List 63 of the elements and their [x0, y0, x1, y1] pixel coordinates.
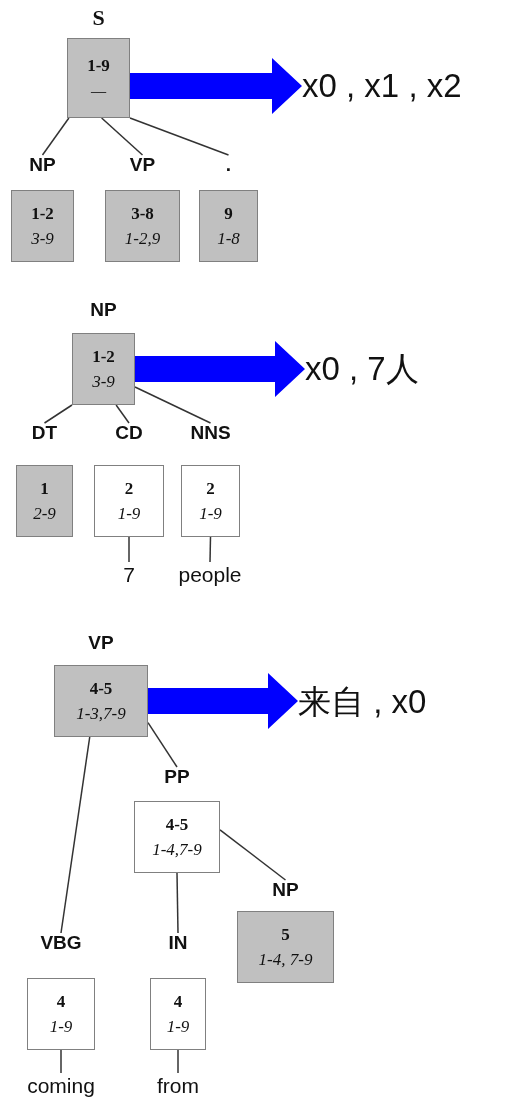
span-range: 1-2	[31, 204, 54, 223]
span-range: 4	[56, 992, 66, 1011]
connector-line	[219, 829, 287, 881]
complement-range: 1-2,9	[124, 229, 161, 248]
category-label: IN	[168, 933, 188, 953]
complement-range: 1-9	[199, 504, 222, 523]
connector-line	[176, 872, 179, 934]
category-label: NNS	[190, 423, 231, 443]
connector-line	[43, 404, 73, 424]
complement-range: 3-9	[31, 229, 54, 248]
category-label: VBG	[40, 933, 82, 953]
connector-line	[147, 721, 178, 768]
translation-text: 来自 , x0	[298, 680, 488, 724]
connector-line	[177, 1049, 179, 1074]
complement-range: 1-3,7-9	[76, 704, 126, 723]
complement-range: 3-9	[92, 372, 115, 391]
word-label: 7	[117, 562, 141, 588]
span-range: 2	[206, 479, 215, 498]
category-label: PP	[164, 767, 190, 787]
category-label: DT	[31, 423, 58, 443]
category-label: CD	[115, 423, 143, 443]
connector-line	[115, 404, 130, 424]
connector-line	[129, 117, 230, 156]
word-label: from	[143, 1073, 213, 1099]
span-range: 4-5	[89, 679, 113, 698]
span-range: 3-8	[131, 204, 154, 223]
complement-range: 1-9	[117, 504, 141, 523]
complement-range: 1-9	[166, 1017, 190, 1036]
block-arrow	[130, 58, 302, 114]
category-label: .	[225, 155, 232, 175]
span-range: 5	[281, 925, 290, 944]
span-range: 1-9	[87, 56, 110, 75]
category-label: S	[92, 8, 105, 28]
category-label: NP	[29, 155, 56, 175]
complement-range: 1-4,7-9	[152, 840, 202, 859]
complement-range: 1-8	[217, 229, 240, 248]
connector-line	[60, 736, 91, 934]
span-range: 2	[124, 479, 134, 498]
word-label: people	[162, 562, 258, 588]
span-range: 1-2	[92, 347, 115, 366]
span-range: 1	[40, 479, 49, 498]
span-range: 9	[224, 204, 233, 223]
complement-range: 1-9	[49, 1017, 73, 1036]
span-range: 4	[173, 992, 183, 1011]
connector-line	[128, 536, 130, 563]
connector-line	[100, 117, 144, 156]
category-label: NP	[272, 880, 299, 900]
complement-range: 1-4, 7-9	[258, 950, 313, 969]
word-label: coming	[9, 1073, 113, 1099]
block-arrow	[135, 341, 305, 397]
translation-text: x0 , 7人	[305, 347, 475, 391]
connector-line	[134, 386, 212, 424]
complement-range: —	[90, 81, 107, 100]
connector-line	[41, 117, 70, 156]
block-arrow	[148, 673, 298, 729]
category-label: NP	[90, 300, 117, 320]
span-range: 4-5	[165, 815, 189, 834]
complement-range: 2-9	[33, 504, 56, 523]
category-label: VP	[129, 155, 156, 175]
connector-line	[60, 1049, 62, 1074]
connector-line	[209, 536, 212, 563]
translation-text: x0 , x1 , x2	[302, 64, 510, 108]
category-label: VP	[88, 633, 114, 653]
